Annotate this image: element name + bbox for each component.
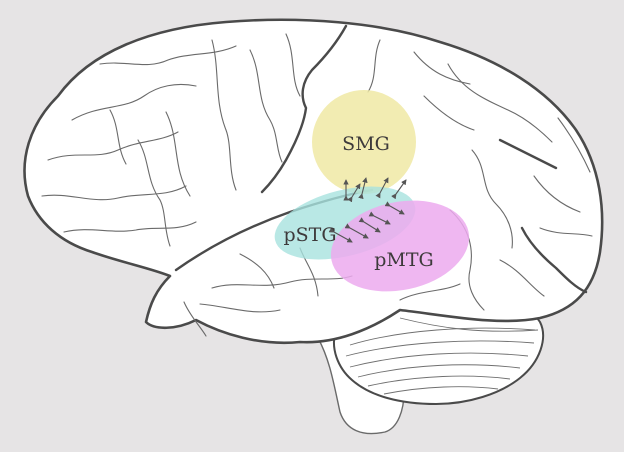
cortical-sulci [41,33,593,337]
parieto-occipital-sulcus [498,138,558,170]
smg-region [312,90,416,194]
pmtg-label: pMTG [374,249,433,271]
pstg-label: pSTG [283,224,336,246]
connection-arrows [328,177,407,243]
central-sulcus [260,24,348,194]
smg-label: SMG [342,133,390,155]
preoccipital-notch [520,226,588,294]
